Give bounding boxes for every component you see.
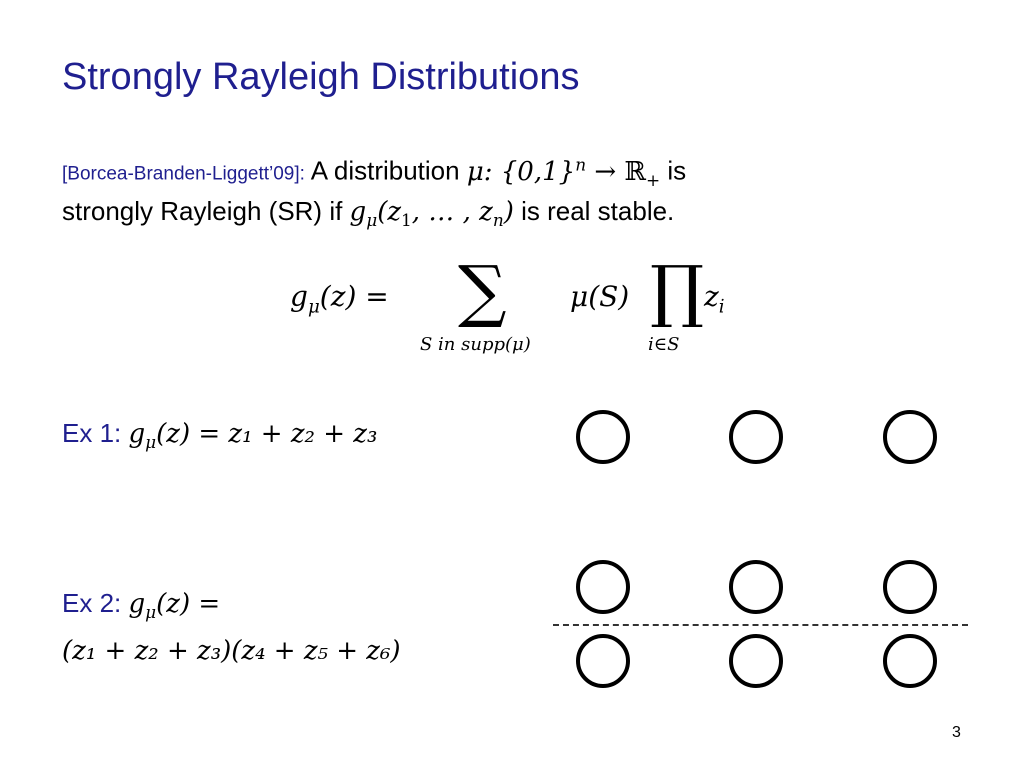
definition-text-2: strongly Rayleigh (SR) if [62,196,343,226]
definition-line-2: strongly Rayleigh (SR) if gμ(z1, … , zn)… [62,196,674,230]
generating-polynomial-formula: gμ(z) = ∑ S in supp(μ) μ(S) ∏ i∈S zi [290,258,750,362]
definition-math: μ: {0,1}n → ℝ+ [466,154,661,190]
circle-element [576,410,630,464]
sum-index: S in supp(μ) [420,334,531,355]
example-1: Ex 1: gμ(z) = z₁ + z₂ + z₃ [62,418,377,452]
definition-text-2-end: is real stable. [521,196,675,226]
formula-term: μ(S) [570,280,630,313]
product-index: i∈S [648,334,680,355]
circle-element [729,410,783,464]
dashed-separator [553,624,968,626]
circle-element [883,634,937,688]
formula-factor: zi [704,280,725,318]
product-symbol: ∏ [650,252,705,331]
page-number: 3 [952,724,961,741]
sum-symbol: ∑ [458,252,507,331]
definition-line-1: [Borcea-Branden-Liggett’09]: A distribut… [62,154,686,190]
circle-element [576,560,630,614]
example-1-formula: gμ(z) = z₁ + z₂ + z₃ [128,419,378,453]
example-2-formula: gμ(z) = [128,589,221,623]
example-1-label: Ex 1: [62,418,122,448]
circle-element [729,634,783,688]
generating-polynomial: gμ(z1, … , zn) [349,197,514,231]
definition-text: A distribution [310,155,460,186]
definition-text-end: is [667,155,687,186]
circle-element [883,410,937,464]
example-2: Ex 2: gμ(z) = [62,588,220,622]
circle-element [576,634,630,688]
formula-lhs: gμ(z) = [290,280,389,318]
circle-element [729,560,783,614]
circle-element [883,560,937,614]
example-2-formula-line-2: (z₁ + z₂ + z₃)(z₄ + z₅ + z₆) [62,636,401,666]
example-2-label: Ex 2: [62,588,122,618]
citation: [Borcea-Branden-Liggett’09]: [62,163,305,185]
slide-title: Strongly Rayleigh Distributions [62,56,580,98]
